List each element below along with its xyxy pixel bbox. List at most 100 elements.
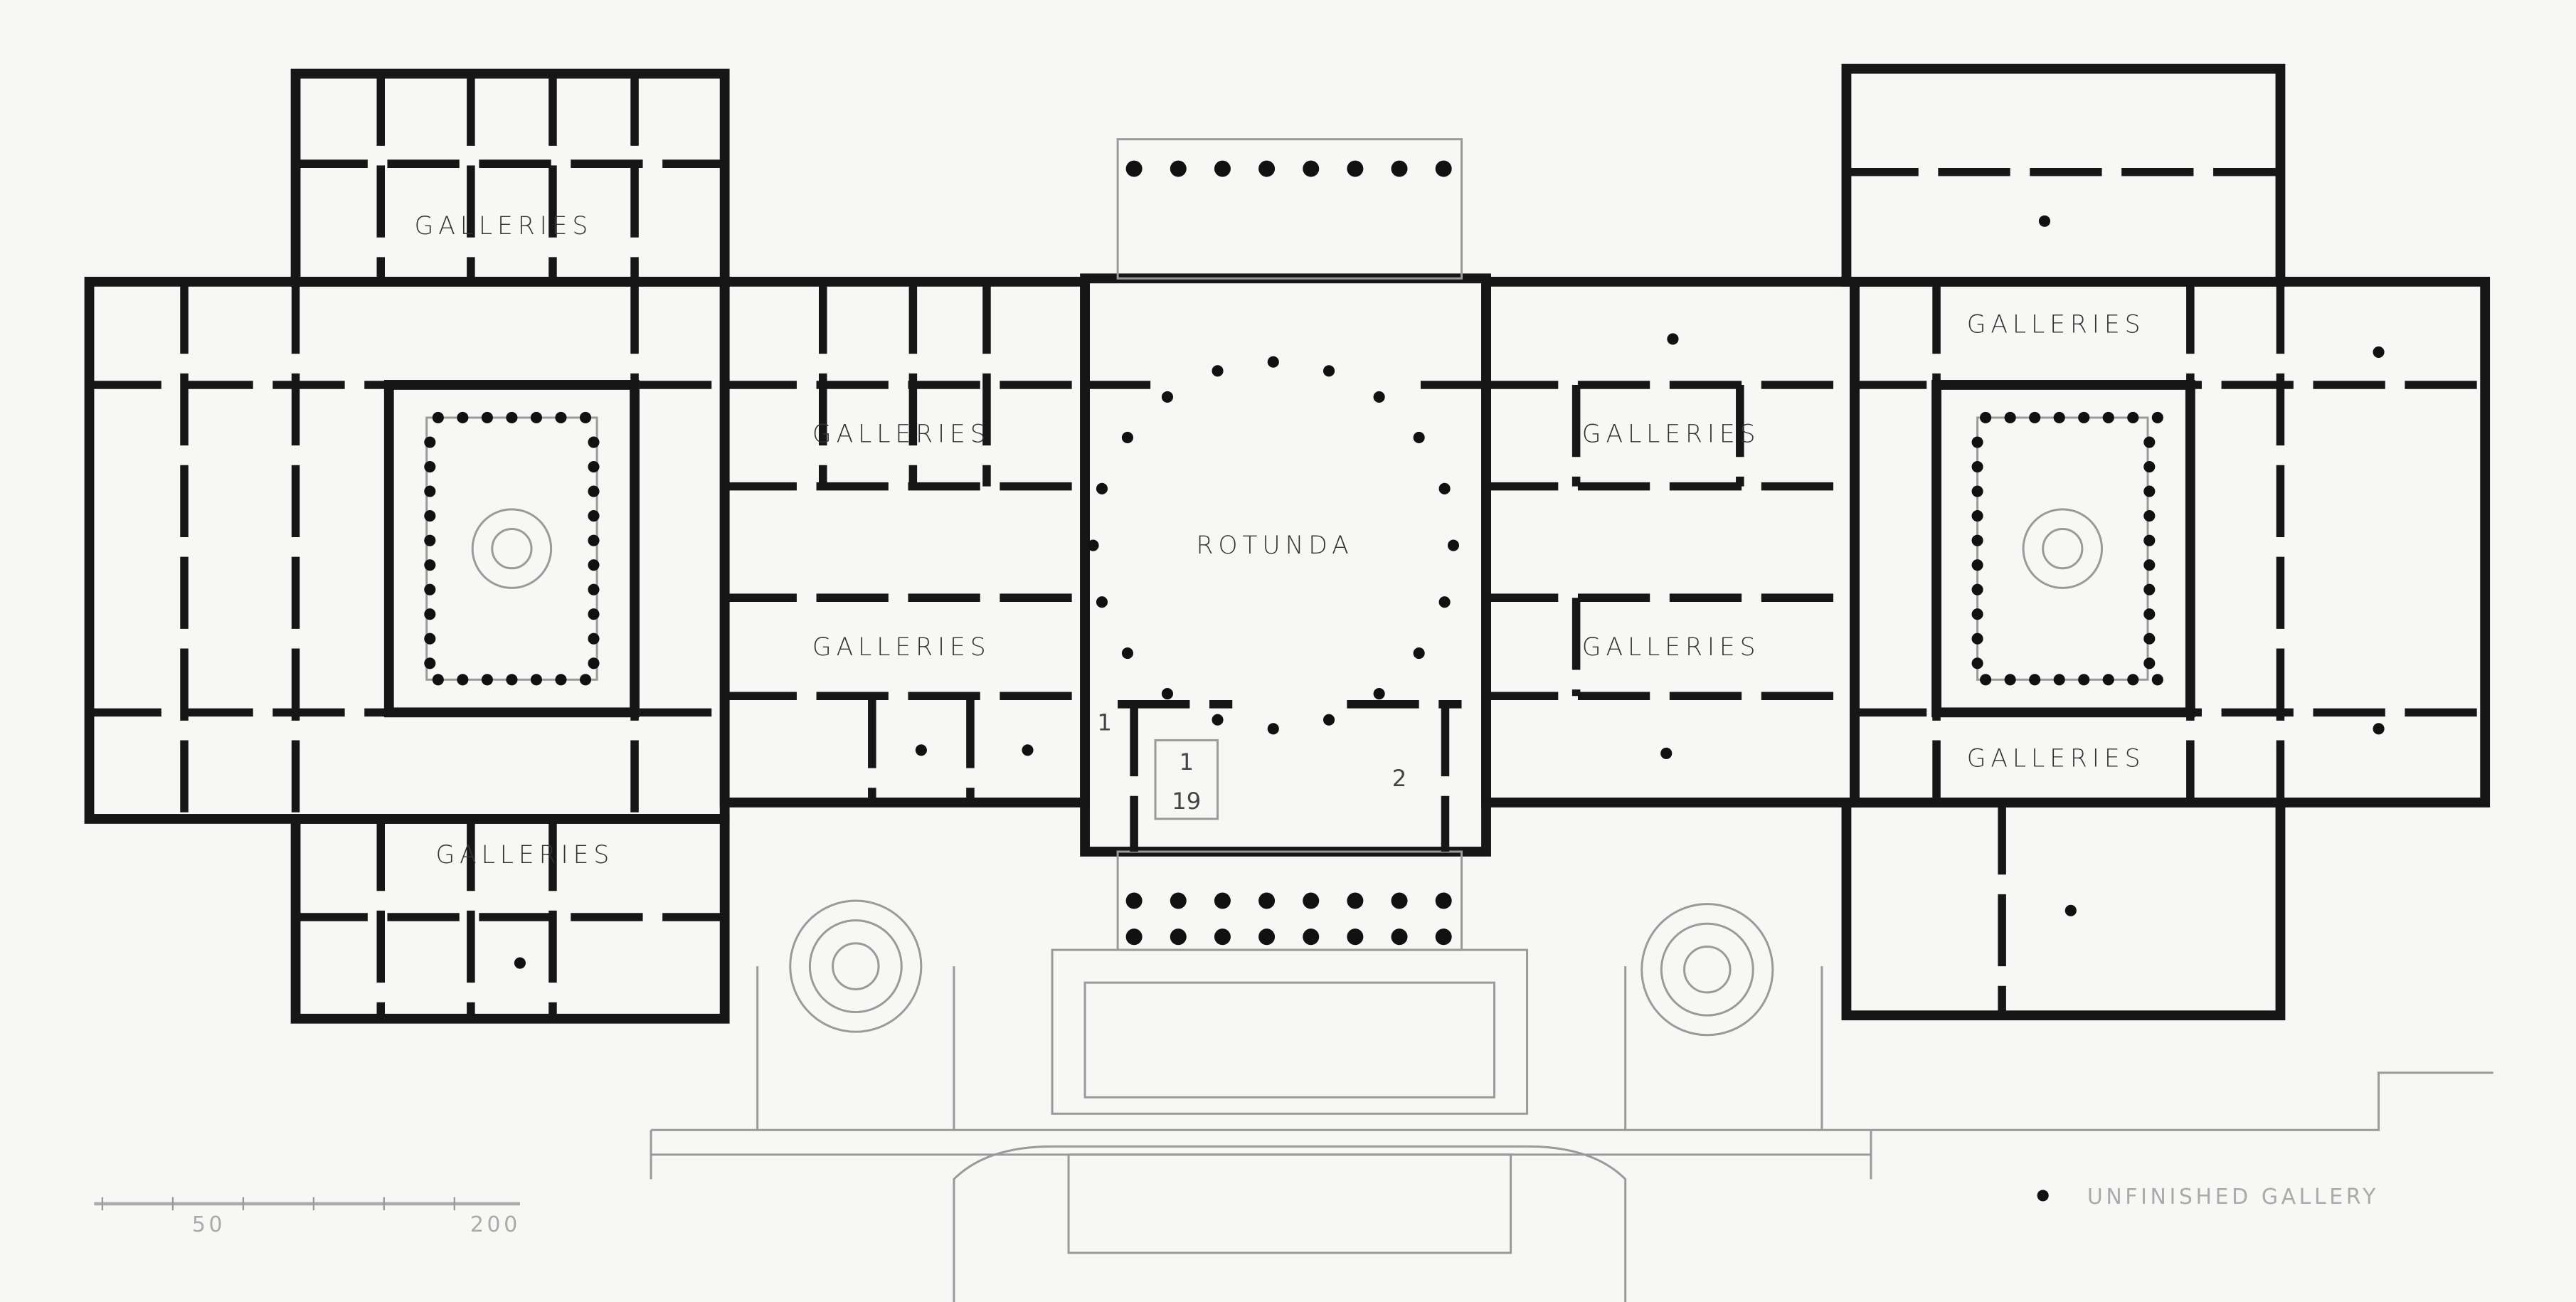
courtyard-column: [588, 583, 600, 596]
rotunda-column: [1323, 365, 1335, 377]
label-galleries-left-lower: GALLERIES: [812, 633, 991, 662]
rotunda-column: [1096, 596, 1108, 608]
portico-column: [1391, 928, 1408, 946]
rotunda-column: [1447, 539, 1460, 551]
columns: [424, 160, 2163, 946]
courtyard-column: [457, 674, 469, 686]
scale-label-start: 50: [192, 1212, 226, 1237]
courtyard-column: [424, 559, 436, 571]
portico-column: [1303, 928, 1320, 946]
room-number-b: 2: [1392, 765, 1407, 792]
portico-column: [1391, 892, 1408, 909]
courtyard-column: [506, 411, 518, 424]
portico-column: [1347, 892, 1364, 909]
rotunda-column: [1373, 391, 1385, 403]
unfinished-gallery-marker-icon: [915, 744, 927, 756]
label-galleries-right-upper: GALLERIES: [1582, 420, 1761, 449]
courtyard-column: [588, 485, 600, 497]
portico-column: [1170, 892, 1187, 909]
courtyard-column: [424, 485, 436, 497]
portico-column: [1125, 928, 1143, 946]
courtyard-column: [424, 460, 436, 473]
rotunda-column: [1212, 714, 1224, 726]
courtyard-column: [424, 608, 436, 620]
label-galleries-ne: GALLERIES: [1967, 310, 2146, 339]
rotunda-column: [1267, 723, 1279, 735]
unfinished-gallery-markers: [514, 215, 2385, 969]
courtyard-column: [2143, 460, 2156, 473]
courtyard-column: [424, 436, 436, 448]
rotunda-column: [1087, 539, 1099, 551]
fountain-right: [1641, 903, 1774, 1037]
portico-column: [1170, 160, 1187, 177]
room-number-a-bottom: 19: [1172, 788, 1201, 815]
portico-column: [1214, 160, 1231, 177]
scale-label-end: 200: [470, 1212, 521, 1237]
room-number-corridor: 1: [1097, 709, 1112, 736]
courtyard-column: [588, 633, 600, 645]
courtyard-column: [424, 534, 436, 546]
label-galleries-left-upper: GALLERIES: [812, 420, 991, 449]
courtyard-column: [2143, 608, 2156, 620]
unfinished-gallery-marker-icon: [2373, 723, 2385, 735]
courtyard-column: [1971, 608, 1983, 620]
room-number-a-top: 1: [1180, 748, 1194, 776]
courtyard-column: [481, 411, 493, 424]
courtyard-column: [579, 411, 592, 424]
room-labels: GALLERIES GALLERIES GALLERIES GALLERIES …: [415, 212, 2146, 869]
courtyard-column: [1971, 485, 1983, 497]
rotunda-column: [1121, 431, 1133, 444]
rotunda-column: [1121, 647, 1133, 660]
courtyard-column: [2143, 583, 2156, 596]
unfinished-gallery-marker-icon: [514, 957, 526, 969]
courtyard-column: [2143, 485, 2156, 497]
label-galleries-right-lower: GALLERIES: [1582, 633, 1761, 662]
rotunda-column: [1212, 365, 1224, 377]
courtyard-column: [424, 657, 436, 669]
unfinished-gallery-marker-icon: [1667, 333, 1679, 345]
courtyard-column: [555, 411, 567, 424]
portico-column: [1303, 160, 1320, 177]
rotunda-column: [1438, 482, 1451, 494]
courtyard-column: [2143, 559, 2156, 571]
portico-column: [1125, 160, 1143, 177]
courtyard-column: [1971, 510, 1983, 522]
courtyard-column: [2053, 674, 2065, 686]
label-galleries-se: GALLERIES: [1967, 744, 2146, 773]
courtyard-column: [2078, 411, 2090, 424]
portico-column: [1435, 892, 1452, 909]
rotunda-column: [1413, 431, 1425, 444]
courtyard-column: [555, 674, 567, 686]
courtyard-column: [2151, 411, 2163, 424]
courtyard-column: [1971, 460, 1983, 473]
label-rotunda: ROTUNDA: [1196, 531, 1353, 560]
courtyard-column: [2143, 657, 2156, 669]
portico-column: [1214, 928, 1231, 946]
courtyard-column: [2143, 534, 2156, 546]
courtyard-column: [2102, 411, 2114, 424]
courtyard-column: [530, 411, 542, 424]
courtyard-column: [1980, 674, 1992, 686]
courtyard-column: [2151, 674, 2163, 686]
courtyard-column: [588, 657, 600, 669]
portico-column: [1347, 928, 1364, 946]
courtyard-column: [432, 411, 444, 424]
unfinished-gallery-marker-icon: [2038, 215, 2051, 227]
rotunda-column: [1161, 391, 1174, 403]
courtyard-column: [506, 674, 518, 686]
courtyard-column: [2078, 674, 2090, 686]
portico-column: [1170, 928, 1187, 946]
portico-column: [1435, 928, 1452, 946]
terraces: [650, 948, 2493, 1302]
portico-column: [1258, 892, 1276, 909]
unfinished-gallery-marker-icon: [2064, 904, 2077, 916]
courtyard-column: [588, 460, 600, 473]
legend-unfinished-gallery: UNFINISHED GALLERY: [2087, 1185, 2379, 1210]
courtyard-column: [2127, 411, 2139, 424]
rotunda-column: [1438, 596, 1451, 608]
courtyard-column: [424, 633, 436, 645]
courtyard-column: [2004, 674, 2016, 686]
courtyard-column: [1971, 559, 1983, 571]
unfinished-gallery-marker-icon: [1660, 747, 1673, 759]
